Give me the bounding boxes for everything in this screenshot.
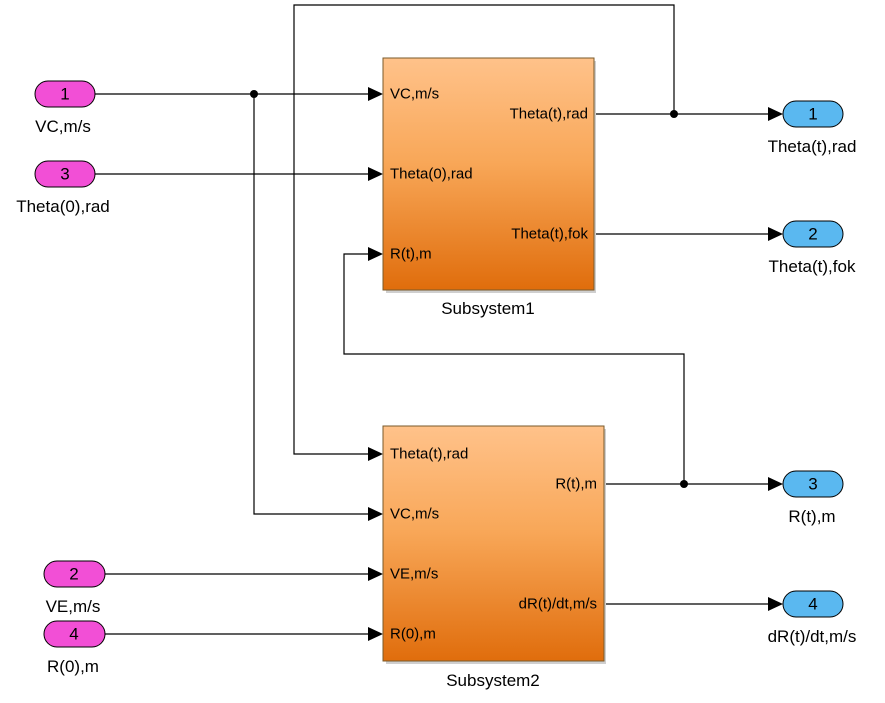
wire-vc-to-sub2 xyxy=(253,94,370,515)
branch-point-vc xyxy=(250,90,258,98)
subsystem2-in-theta: Theta(t),rad xyxy=(390,446,468,463)
inport-1-label: VC,m/s xyxy=(35,117,91,136)
outport-2-number: 2 xyxy=(808,225,817,244)
arrow-sub2-vc xyxy=(368,507,383,521)
inport-2-shape[interactable] xyxy=(43,560,106,588)
outport-4-shape[interactable] xyxy=(782,590,844,618)
arrow-sub1-theta0 xyxy=(368,167,383,181)
inport-1-number: 1 xyxy=(60,85,69,104)
inport-4[interactable]: 4 R(0),m xyxy=(43,620,106,676)
branch-point-r xyxy=(680,480,688,488)
arrowheads xyxy=(368,87,783,641)
subsystem2-in-vc: VC,m/s xyxy=(390,506,439,523)
subsystem2-name: Subsystem2 xyxy=(446,671,540,690)
inport-4-shape[interactable] xyxy=(43,620,106,648)
arrow-out1 xyxy=(768,107,783,121)
outport-3-label: R(t),m xyxy=(788,507,835,526)
outport-1-shape[interactable] xyxy=(782,100,844,128)
subsystem1-block[interactable]: VC,m/s Theta(0),rad R(t),m Theta(t),rad … xyxy=(382,57,596,318)
outport-2[interactable]: 2 Theta(t),fok xyxy=(769,220,856,276)
wire-r-feedback xyxy=(343,253,685,484)
outport-1-label: Theta(t),rad xyxy=(768,137,857,156)
subsystem2-out-drdt: dR(t)/dt,m/s xyxy=(519,596,597,613)
arrow-sub2-r0 xyxy=(368,627,383,641)
subsystem1-out-fok: Theta(t),fok xyxy=(511,226,588,243)
outport-3-number: 3 xyxy=(808,475,817,494)
subsystem2-out-rt: R(t),m xyxy=(555,476,597,493)
inport-3-number: 3 xyxy=(60,165,69,184)
subsystem1-name: Subsystem1 xyxy=(441,299,535,318)
subsystem1-out-theta: Theta(t),rad xyxy=(510,106,588,123)
subsystem1-in-rt: R(t),m xyxy=(390,246,432,263)
subsystem2-body[interactable] xyxy=(382,425,605,662)
arrow-sub2-ve xyxy=(368,567,383,581)
arrow-sub2-theta xyxy=(368,447,383,461)
subsystem2-in-r0: R(0),m xyxy=(390,626,436,643)
arrow-sub1-rt xyxy=(368,247,383,261)
inport-4-label: R(0),m xyxy=(47,657,99,676)
arrow-out2 xyxy=(768,227,783,241)
subsystem1-in-theta0: Theta(0),rad xyxy=(390,166,473,183)
branch-point-theta xyxy=(670,110,678,118)
outport-4-label: dR(t)/dt,m/s xyxy=(768,627,857,646)
outport-1[interactable]: 1 Theta(t),rad xyxy=(768,100,857,156)
arrow-out3 xyxy=(768,477,783,491)
inport-3-label: Theta(0),rad xyxy=(16,197,110,216)
inport-1[interactable]: 1 VC,m/s xyxy=(34,80,96,136)
inport-2-number: 2 xyxy=(69,565,78,584)
signal-wires xyxy=(95,4,770,635)
inport-1-shape[interactable] xyxy=(34,80,96,108)
subsystem2-in-ve: VE,m/s xyxy=(390,566,438,583)
outport-3[interactable]: 3 R(t),m xyxy=(782,470,844,526)
inport-2-label: VE,m/s xyxy=(46,597,101,616)
outport-1-number: 1 xyxy=(808,105,817,124)
outport-4-number: 4 xyxy=(808,595,817,614)
outport-3-shape[interactable] xyxy=(782,470,844,498)
subsystem1-in-vc: VC,m/s xyxy=(390,86,439,103)
outport-2-label: Theta(t),fok xyxy=(769,257,856,276)
outport-4[interactable]: 4 dR(t)/dt,m/s xyxy=(768,590,857,646)
wire-theta-feedback xyxy=(293,4,675,455)
arrow-sub1-vc xyxy=(368,87,383,101)
arrow-out4 xyxy=(768,597,783,611)
subsystem2-block[interactable]: Theta(t),rad VC,m/s VE,m/s R(0),m R(t),m… xyxy=(382,425,606,690)
inport-2[interactable]: 2 VE,m/s xyxy=(43,560,106,616)
inport-3[interactable]: 3 Theta(0),rad xyxy=(16,160,110,216)
subsystem1-body[interactable] xyxy=(382,57,595,291)
inport-3-shape[interactable] xyxy=(34,160,96,188)
outport-2-shape[interactable] xyxy=(782,220,844,248)
inport-4-number: 4 xyxy=(69,625,78,644)
